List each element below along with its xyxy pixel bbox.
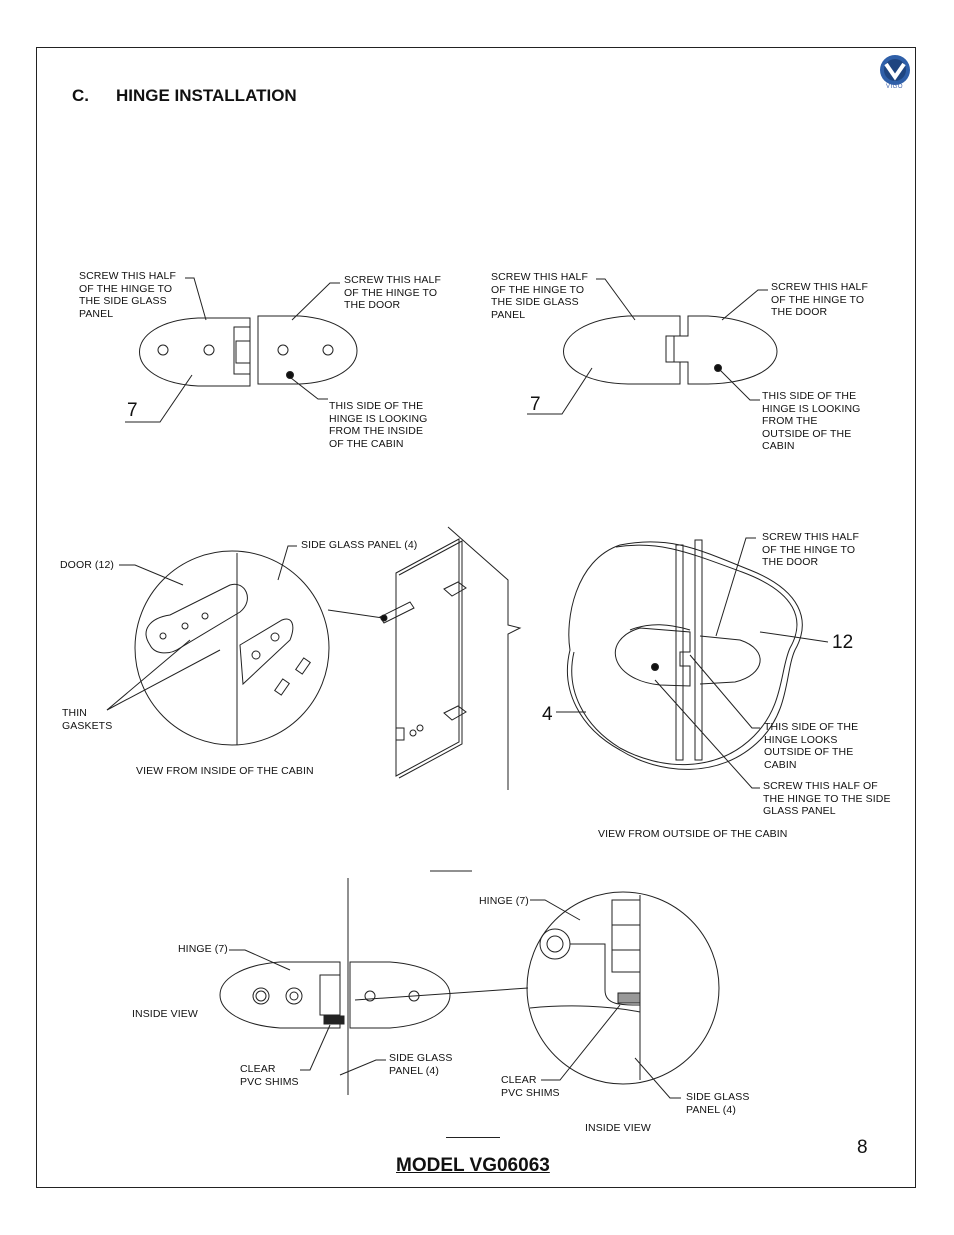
d2-part-number: 7 (530, 394, 541, 415)
d6-hinge-label: HINGE (7) (479, 895, 529, 907)
logo-text: VIGO (886, 84, 904, 90)
d4-part-12: 12 (832, 632, 854, 653)
d1-part-number: 7 (127, 400, 138, 421)
d2-side-note: THIS SIDE OF THE HINGE IS LOOKING FROM T… (762, 390, 861, 453)
d1-left-half-label: SCREW THIS HALF OF THE HINGE TO THE SIDE… (79, 270, 176, 320)
d4-door-half-label: SCREW THIS HALF OF THE HINGE TO THE DOOR (762, 531, 859, 569)
d4-caption: VIEW FROM OUTSIDE OF THE CABIN (598, 828, 788, 840)
d6-glass-label: SIDE GLASS PANEL (4) (686, 1091, 750, 1116)
page-number: 8 (857, 1137, 868, 1158)
vigo-logo-icon (880, 55, 910, 85)
page-frame (36, 47, 916, 1188)
footer-rule (446, 1137, 500, 1138)
shim-detail-left (219, 870, 529, 1095)
d2-right-half-label: SCREW THIS HALF OF THE HINGE TO THE DOOR (771, 281, 868, 319)
d5-hinge-label: HINGE (7) (178, 943, 228, 955)
section-letter: C. (72, 86, 89, 105)
model-number: MODEL VG06063 (396, 1155, 550, 1176)
d3-caption: VIEW FROM INSIDE OF THE CABIN (136, 765, 314, 777)
d6-shims-label: CLEAR PVC SHIMS (501, 1074, 560, 1099)
d5-inside-view-label: INSIDE VIEW (132, 1008, 198, 1020)
d5-shims-label: CLEAR PVC SHIMS (240, 1063, 299, 1088)
d4-glass-half-label: SCREW THIS HALF OF THE HINGE TO THE SIDE… (763, 780, 891, 818)
hinge-diagram-outside (527, 278, 778, 415)
section-title: HINGE INSTALLATION (116, 86, 297, 105)
hinge-diagram-inside (125, 277, 358, 423)
shim-detail-right (526, 891, 720, 1099)
d5-glass-label: SIDE GLASS PANEL (4) (389, 1052, 453, 1077)
d3-gaskets-label: THIN GASKETS (62, 707, 113, 732)
hinge-mounting-outside-view (556, 537, 829, 789)
d1-side-note: THIS SIDE OF THE HINGE IS LOOKING FROM T… (329, 400, 428, 450)
d1-right-half-label: SCREW THIS HALF OF THE HINGE TO THE DOOR (344, 274, 441, 312)
d2-left-half-label: SCREW THIS HALF OF THE HINGE TO THE SIDE… (491, 271, 588, 321)
d6-caption: INSIDE VIEW (585, 1122, 651, 1134)
d3-door-label: DOOR (12) (60, 559, 114, 571)
d4-looks-outside-label: THIS SIDE OF THE HINGE LOOKS OUTSIDE OF … (764, 721, 859, 771)
d4-part-4: 4 (542, 704, 553, 725)
d3-side-glass-label: SIDE GLASS PANEL (4) (301, 539, 418, 551)
hinge-mounting-inside-view (106, 526, 522, 790)
